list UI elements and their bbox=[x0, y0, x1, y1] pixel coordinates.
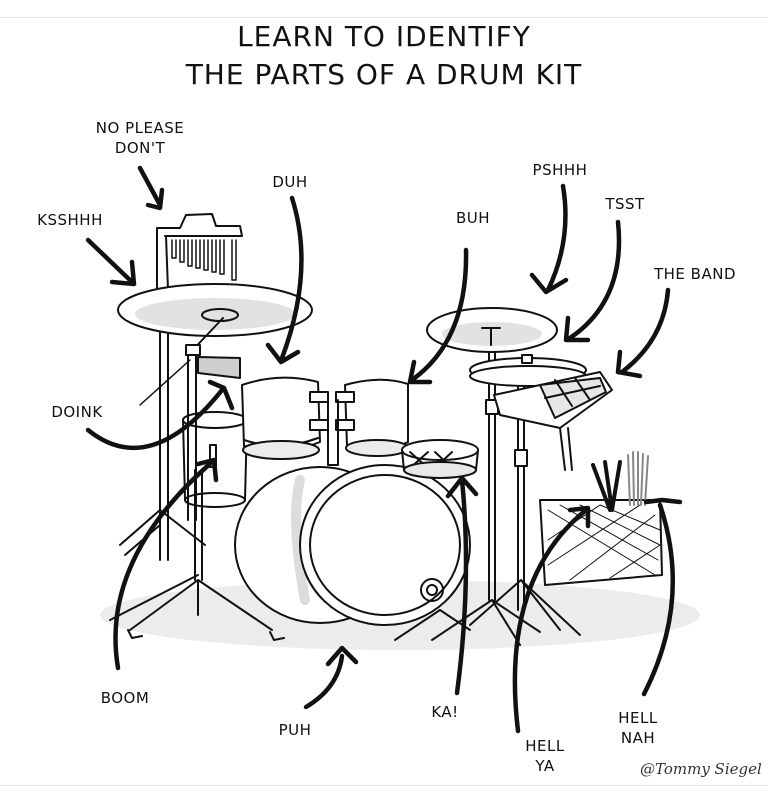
rack-tom-left bbox=[241, 376, 321, 460]
label-puh: PUH bbox=[278, 721, 312, 739]
arrow-tsst bbox=[563, 219, 622, 343]
arrow-duh bbox=[265, 195, 304, 365]
label-pshhh: PSHHH bbox=[532, 161, 588, 179]
bottom-border bbox=[0, 785, 768, 786]
arrow-boom bbox=[113, 457, 219, 671]
title-line-1: LEARN TO IDENTIFY bbox=[237, 20, 531, 53]
label-hell-ya-line-1: HELL bbox=[525, 737, 565, 755]
arrow-hellya bbox=[512, 505, 591, 734]
label-no-please-line-2: DON'T bbox=[114, 139, 166, 157]
ride-cymbal bbox=[426, 307, 558, 353]
arrow-chimes bbox=[137, 165, 165, 211]
stick-basket bbox=[539, 451, 663, 586]
label-no-please-dont: NO PLEASE DON'T bbox=[70, 118, 210, 158]
label-ksshhh: KSSHHH bbox=[37, 211, 103, 229]
label-tsst: TSST bbox=[605, 195, 645, 213]
label-the-band: THE BAND bbox=[653, 265, 736, 283]
label-doink: DOINK bbox=[51, 403, 103, 421]
tom-mount bbox=[309, 391, 355, 466]
title-line-2: THE PARTS OF A DRUM KIT bbox=[185, 58, 583, 91]
arrow-puh bbox=[303, 645, 359, 710]
wind-chimes bbox=[156, 213, 243, 291]
top-border bbox=[0, 17, 768, 18]
crash-cymbal bbox=[117, 283, 313, 356]
crash-stand bbox=[119, 299, 206, 561]
arrow-band bbox=[615, 287, 671, 379]
label-ka: KA! bbox=[431, 703, 459, 721]
arrow-doink bbox=[85, 379, 235, 451]
arrow-ka bbox=[445, 475, 479, 696]
label-hell-nah-line-1: HELL bbox=[618, 709, 658, 727]
label-duh: DUH bbox=[272, 173, 308, 191]
arrow-hellnah bbox=[641, 497, 683, 697]
bass-drum bbox=[234, 464, 471, 641]
label-boom: BOOM bbox=[100, 689, 150, 707]
label-hell-nah-line-2: NAH bbox=[620, 729, 656, 747]
left-stand bbox=[109, 469, 285, 641]
sample-pad bbox=[493, 371, 613, 471]
label-no-please-line-1: NO PLEASE bbox=[95, 119, 185, 137]
label-hell-ya-line-2: YA bbox=[535, 757, 555, 775]
label-buh: BUH bbox=[455, 209, 491, 227]
label-hell-nah: HELL NAH bbox=[605, 708, 671, 748]
arrow-pshhh bbox=[529, 183, 569, 295]
arrow-buh bbox=[407, 247, 469, 385]
label-hell-ya: HELL YA bbox=[512, 736, 578, 776]
arrows bbox=[85, 165, 683, 734]
snare-drum bbox=[401, 439, 479, 479]
arrow-crash bbox=[85, 237, 137, 287]
artist-signature: @Tommy Siegel bbox=[640, 760, 762, 778]
